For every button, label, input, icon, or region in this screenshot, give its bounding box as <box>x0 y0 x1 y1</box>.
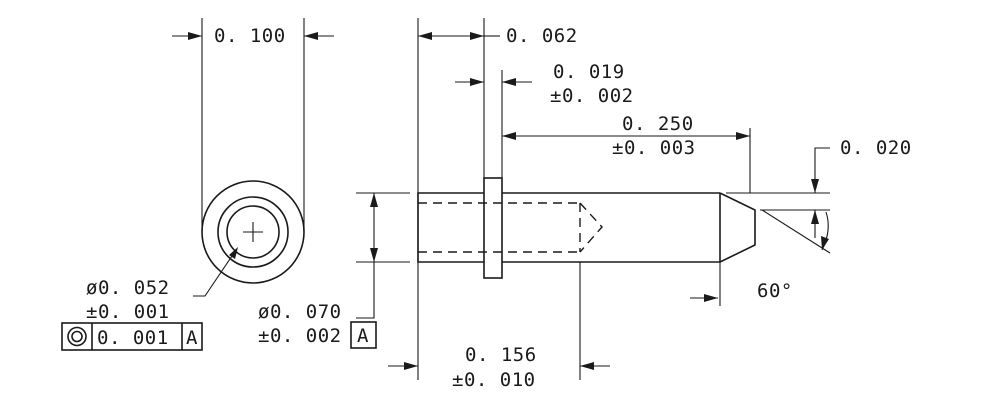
dim-chamfer: 0. 020 <box>840 137 912 159</box>
inner-circle <box>226 205 280 259</box>
end-view: 0. 100 ø0. 052 ±0. 001 0. 001 A <box>61 18 334 351</box>
hidden-drill-point <box>579 202 603 253</box>
arrowhead <box>704 294 718 302</box>
dim-angle: 60° <box>757 280 793 302</box>
dim-pin-length: 0. 250 <box>622 113 694 135</box>
arrowhead <box>580 362 594 370</box>
dim-bore-diameter-tol: ±0. 001 <box>86 301 170 323</box>
arrowhead <box>418 32 432 40</box>
dim-flange-thickness-tol: ±0. 002 <box>550 85 634 107</box>
dim-pin-length-tol: ±0. 003 <box>612 137 696 159</box>
arrowhead <box>811 210 819 224</box>
chamfer-tip <box>719 192 756 263</box>
dim-bore-diameter: ø0. 052 <box>86 277 170 299</box>
dim-head-width: 0. 100 <box>214 25 286 47</box>
dim-flange-offset: 0. 062 <box>506 25 578 47</box>
dim-bore-depth: 0. 156 <box>465 344 537 366</box>
arrowhead <box>502 132 516 140</box>
arrowhead <box>370 248 378 262</box>
side-view: 0. 062 0. 019 ±0. 002 0. 250 ±0. 003 0. … <box>258 18 912 391</box>
datum-label: A <box>357 325 369 347</box>
arrowhead <box>470 32 484 40</box>
arrowhead <box>370 193 378 207</box>
leader-line <box>193 249 237 297</box>
leader-line <box>356 262 375 319</box>
concentricity-icon <box>67 326 87 347</box>
arrowhead <box>811 179 819 193</box>
arrowhead <box>404 362 418 370</box>
dim-pin-diameter: ø0. 070 <box>258 301 342 323</box>
arrowhead <box>821 236 829 250</box>
fcf-datum: A <box>186 327 198 349</box>
datum-box <box>350 321 377 349</box>
feature-control-frame: 0. 001 A <box>61 322 203 351</box>
arrowhead <box>736 132 750 140</box>
angle-extension <box>761 209 831 254</box>
dimension-line <box>814 147 830 193</box>
concentricity-icon-inner <box>71 330 83 343</box>
middle-circle <box>217 196 289 268</box>
arrowhead <box>502 78 516 86</box>
dim-pin-diameter-tol: ±0. 002 <box>258 325 342 347</box>
arrowhead <box>229 247 238 259</box>
dim-flange-thickness: 0. 019 <box>553 61 625 83</box>
fcf-tolerance: 0. 001 <box>97 327 169 349</box>
arrowhead <box>188 32 202 40</box>
flange <box>483 177 503 279</box>
dim-bore-depth-tol: ±0. 010 <box>452 369 536 391</box>
arrowhead <box>470 78 484 86</box>
arrowhead <box>304 32 318 40</box>
